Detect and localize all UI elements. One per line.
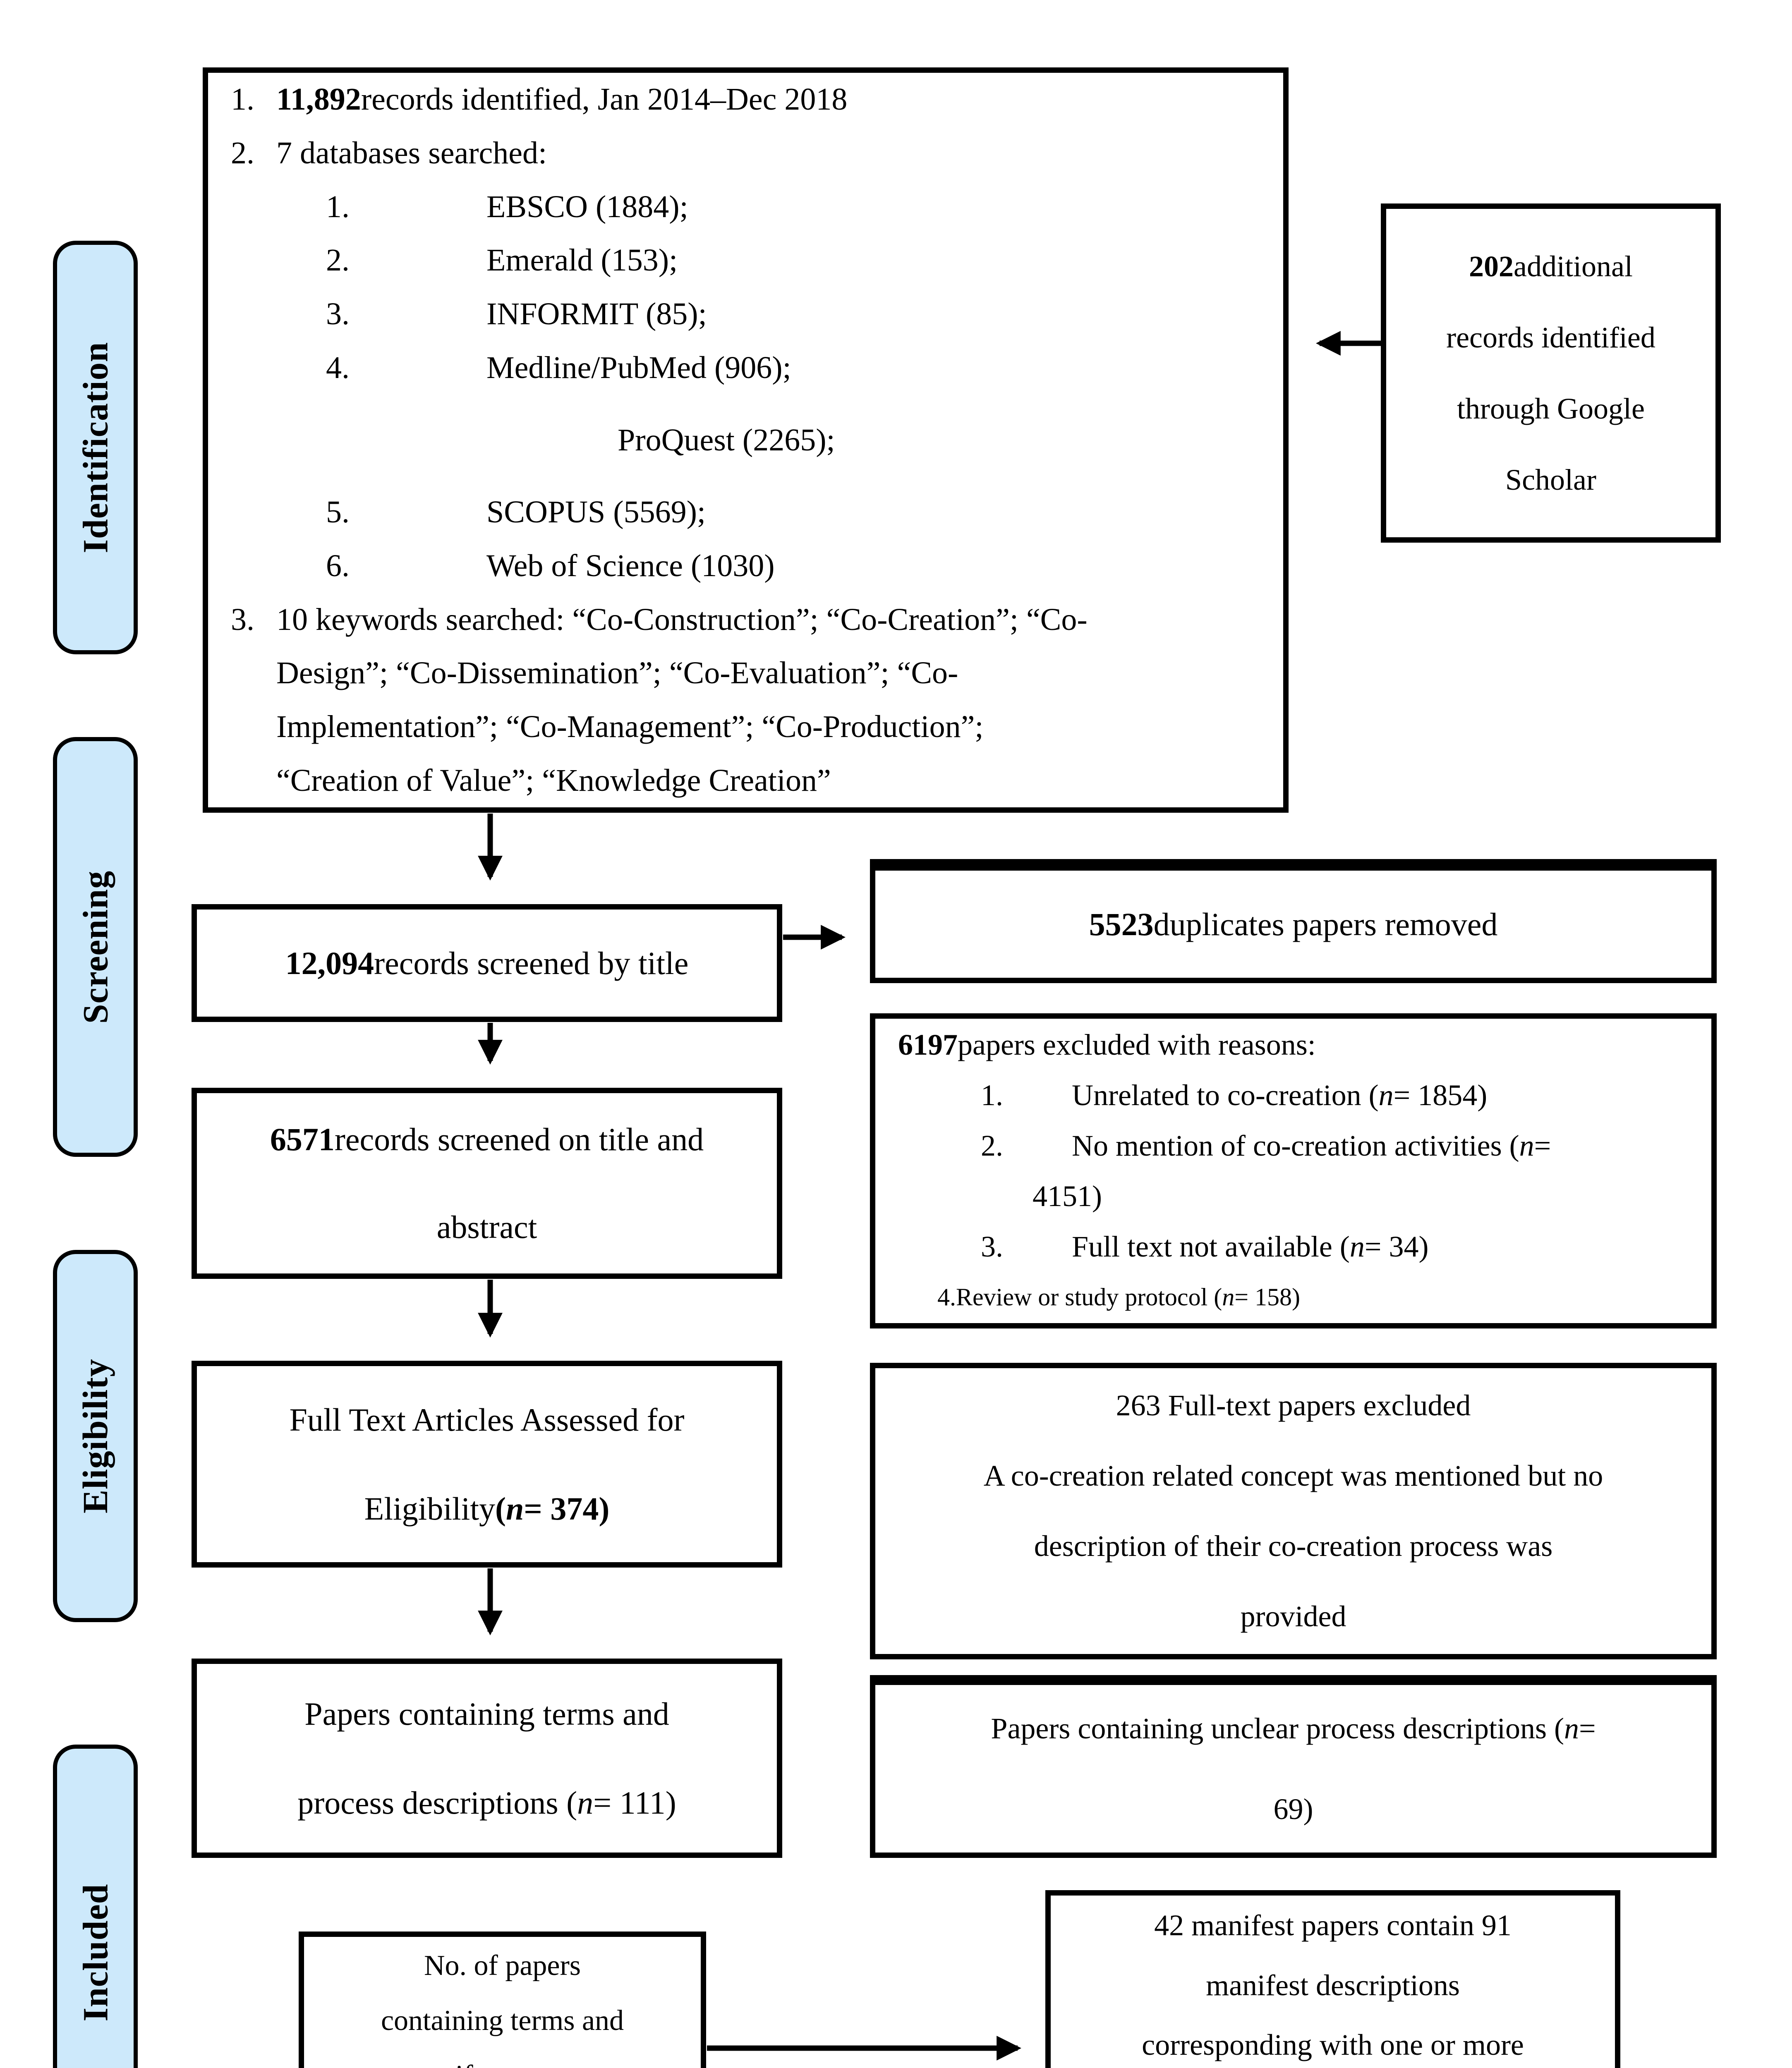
box-duplicates-removed: 5523 duplicates papers removed bbox=[870, 859, 1717, 983]
stage-label-identification-text: Identification bbox=[75, 342, 115, 553]
stage-label-included: Included bbox=[53, 1745, 138, 2068]
box-records-screened-by-title: 12,094 records screened by title bbox=[192, 904, 782, 1022]
stage-label-screening: Screening bbox=[53, 737, 138, 1157]
box-papers-excluded-with-reasons: 6197 papers excluded with reasons:1.Unre… bbox=[870, 1013, 1717, 1328]
box-papers-unclear-process-descriptions: Papers containing unclear process descri… bbox=[870, 1675, 1717, 1858]
box-records-identified: 1.11,892 records identified, Jan 2014–De… bbox=[203, 67, 1289, 813]
stage-label-identification: Identification bbox=[53, 241, 138, 654]
stage-label-eligibility-text: Eligibility bbox=[75, 1358, 115, 1514]
stage-label-included-text: Included bbox=[75, 1883, 115, 2022]
stage-label-eligibility: Eligibility bbox=[53, 1250, 138, 1622]
stage-label-screening-text: Screening bbox=[75, 870, 115, 1024]
